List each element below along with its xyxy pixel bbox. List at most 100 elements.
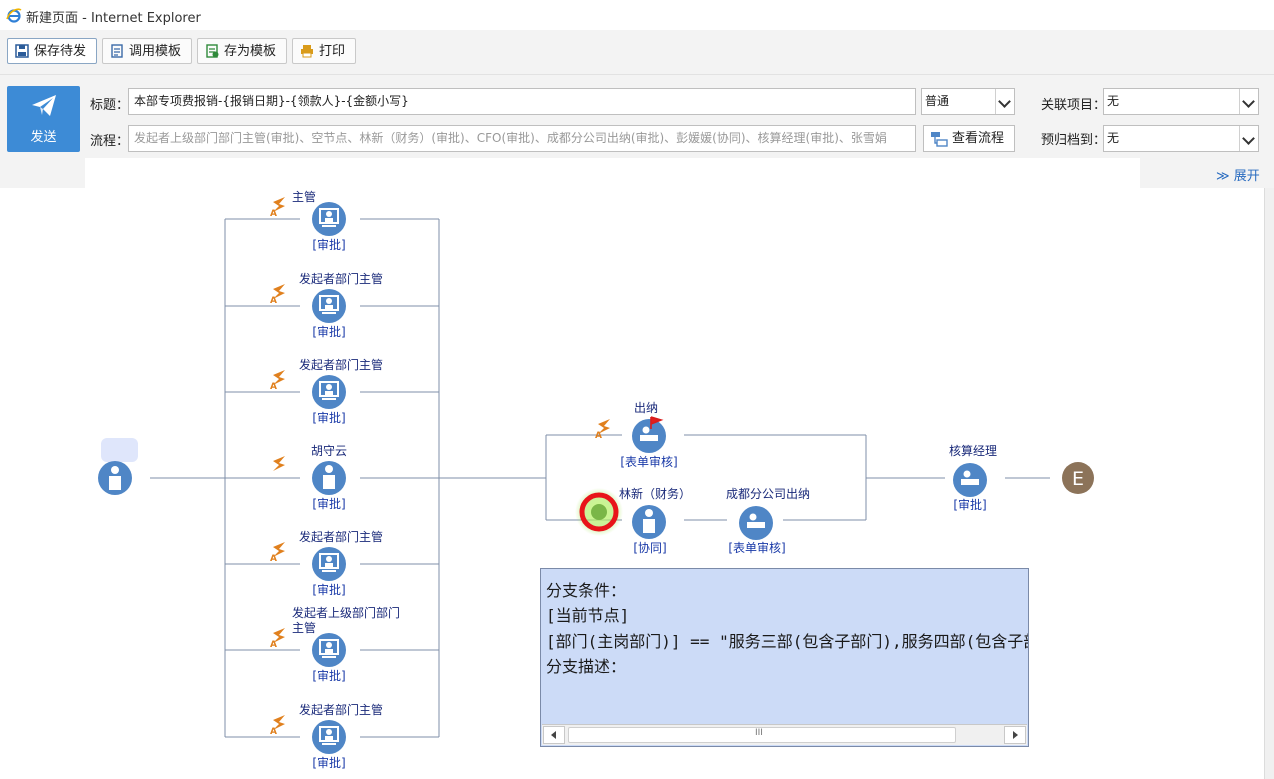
branch-node-type: [审批] — [312, 237, 345, 252]
branch-node-type: [审批] — [312, 324, 345, 339]
save-draft-button[interactable]: 保存待发 — [7, 38, 97, 64]
branch-node-name-cont: 主管 — [292, 189, 316, 204]
window-title: 新建页面 - Internet Explorer — [26, 11, 201, 26]
chevron-down-icon[interactable] — [1239, 126, 1258, 151]
branch-node-name: 胡守云 — [311, 444, 347, 458]
svg-text:A: A — [595, 431, 602, 441]
double-chevron-down-icon: ≫ — [1216, 169, 1230, 184]
svg-text:A: A — [270, 727, 277, 737]
svg-text:A: A — [270, 640, 277, 650]
branch-node-name: 发起者部门主管 — [299, 271, 383, 286]
chengdu-name: 成都分公司出纳 — [726, 487, 810, 501]
branch-node[interactable]: A 发起者上级部门部门主管 [审批] — [270, 188, 400, 252]
send-label: 发送 — [30, 130, 57, 145]
flowchart-icon — [931, 132, 948, 147]
scroll-right-button[interactable] — [1004, 726, 1026, 744]
svg-text:A: A — [270, 209, 277, 219]
branch-node[interactable]: A 发起者部门主管 [审批] — [270, 529, 383, 597]
branch-node-name: 发起者部门主管 — [299, 529, 383, 544]
branch-node-group: A 发起者上级部门部门主管 [审批] A 发起者部门主管 [审批] A 发起者部门主管 [审批]… — [270, 188, 400, 770]
branch-rails — [225, 218, 439, 738]
cashier-node[interactable]: A 出纳 [表单审核] — [595, 401, 678, 469]
accounting-name: 核算经理 — [949, 443, 997, 458]
paper-plane-icon — [32, 95, 56, 116]
diagram-top-strip — [85, 158, 1140, 188]
branch-node[interactable]: 胡守云[审批] — [273, 444, 347, 511]
ie-logo-icon — [6, 8, 22, 23]
flow-input[interactable]: 发起者上级部门部门主管(审批)、空节点、林新（财务）(审批)、CFO(审批)、成… — [128, 125, 916, 152]
load-template-button[interactable]: 调用模板 — [102, 38, 192, 64]
condition-line-2: [当前节点] — [546, 606, 630, 625]
scroll-left-button[interactable] — [543, 726, 565, 744]
auto-assign-icon: A — [270, 628, 285, 650]
condition-line-3: [部门(主岗部门)] == "服务三部(包含子部门),服务四部(包含子部门)" — [546, 632, 1028, 651]
print-button[interactable]: 打印 — [292, 38, 356, 64]
auto-assign-icon: A — [270, 284, 285, 306]
branch-node-name: 发起者上级部门部门 — [292, 188, 400, 189]
chengdu-type: [表单审核] — [728, 540, 785, 555]
floppy-icon — [15, 44, 29, 58]
chevron-down-icon[interactable] — [1239, 89, 1258, 114]
branch-node-type: [审批] — [312, 582, 345, 597]
svg-text:A: A — [270, 296, 277, 306]
triangle-right-icon — [1013, 731, 1018, 739]
branch-node-name: 发起者部门主管 — [299, 702, 383, 717]
expand-label: 展开 — [1233, 169, 1260, 184]
branch-node-type: [审批] — [312, 410, 345, 425]
start-node[interactable] — [98, 438, 138, 495]
scrollbar-thumb[interactable]: III — [568, 727, 956, 743]
auto-assign-icon — [273, 456, 285, 471]
auto-assign-icon: A — [270, 542, 285, 564]
toolbar: 保存待发 调用模板 存为模板 打印 — [0, 30, 1274, 75]
scroll-grip: III — [755, 728, 763, 738]
auto-assign-icon: A — [270, 715, 285, 737]
branch-node[interactable]: A 发起者部门主管 [审批] — [270, 702, 383, 770]
priority-value: 普通 — [925, 94, 950, 108]
save-template-label: 存为模板 — [224, 44, 277, 59]
accounting-manager-node[interactable]: 核算经理 [审批] — [949, 443, 997, 512]
svg-text:A: A — [270, 554, 277, 564]
view-flow-button[interactable]: 查看流程 — [923, 125, 1015, 152]
condition-text-area: 分支条件： [当前节点] [部门(主岗部门)] == "服务三部(包含子部门),… — [541, 569, 1028, 725]
send-button[interactable]: 发送 — [7, 86, 80, 152]
condition-line-1: 分支条件： — [546, 581, 627, 600]
branch-condition-panel: 分支条件： [当前节点] [部门(主岗部门)] == "服务三部(包含子部门),… — [540, 568, 1029, 747]
expand-toggle[interactable]: ≫ 展开 — [1216, 165, 1260, 184]
flow-diagram: A 发起者上级部门部门主管 [审批] A 发起者部门主管 [审批] A 发起者部门主管 [审批]… — [98, 188, 1094, 770]
linxin-name: 林新（财务） — [619, 486, 691, 501]
archive-select[interactable]: 无 — [1103, 125, 1259, 152]
start-node-cloud — [101, 438, 138, 462]
priority-select[interactable]: 普通 — [921, 88, 1015, 115]
end-node-label: E — [1072, 468, 1084, 490]
linxin-node[interactable]: 林新（财务） [协同] — [575, 486, 691, 555]
save-template-button[interactable]: 存为模板 — [197, 38, 287, 64]
branch-node-type: [审批] — [312, 755, 345, 770]
chengdu-cashier-node[interactable]: 成都分公司出纳 [表单审核] — [726, 487, 810, 555]
accounting-type: [审批] — [953, 497, 986, 512]
branch-node-name: 发起者上级部门部门 — [292, 605, 400, 620]
printer-icon — [301, 45, 313, 58]
chevron-down-icon[interactable] — [995, 89, 1014, 114]
triangle-left-icon — [551, 731, 556, 739]
related-project-label: 关联项目： — [1041, 98, 1107, 113]
template-icon — [111, 44, 123, 58]
auto-assign-icon: A — [270, 197, 285, 219]
vertical-scrollbar[interactable] — [1264, 188, 1274, 779]
flow-label: 流程： — [90, 134, 130, 149]
archive-label: 预归档到： — [1041, 133, 1107, 148]
archive-value: 无 — [1107, 131, 1120, 145]
branch-node[interactable]: A 发起者部门主管 [审批] — [270, 271, 383, 339]
auto-assign-icon — [591, 504, 607, 520]
related-project-value: 无 — [1107, 94, 1120, 108]
subject-input[interactable]: 本部专项费报销-{报销日期}-{领款人}-{金额小写} — [128, 88, 916, 115]
related-project-select[interactable]: 无 — [1103, 88, 1259, 115]
horizontal-scrollbar[interactable]: III — [542, 724, 1027, 745]
end-node[interactable]: E — [1062, 462, 1094, 494]
save-template-icon — [206, 44, 219, 58]
load-template-label: 调用模板 — [129, 44, 182, 59]
branch-node-name: 发起者部门主管 — [299, 357, 383, 372]
condition-line-4: 分支描述： — [546, 657, 627, 676]
end-node-circle — [1062, 462, 1094, 494]
